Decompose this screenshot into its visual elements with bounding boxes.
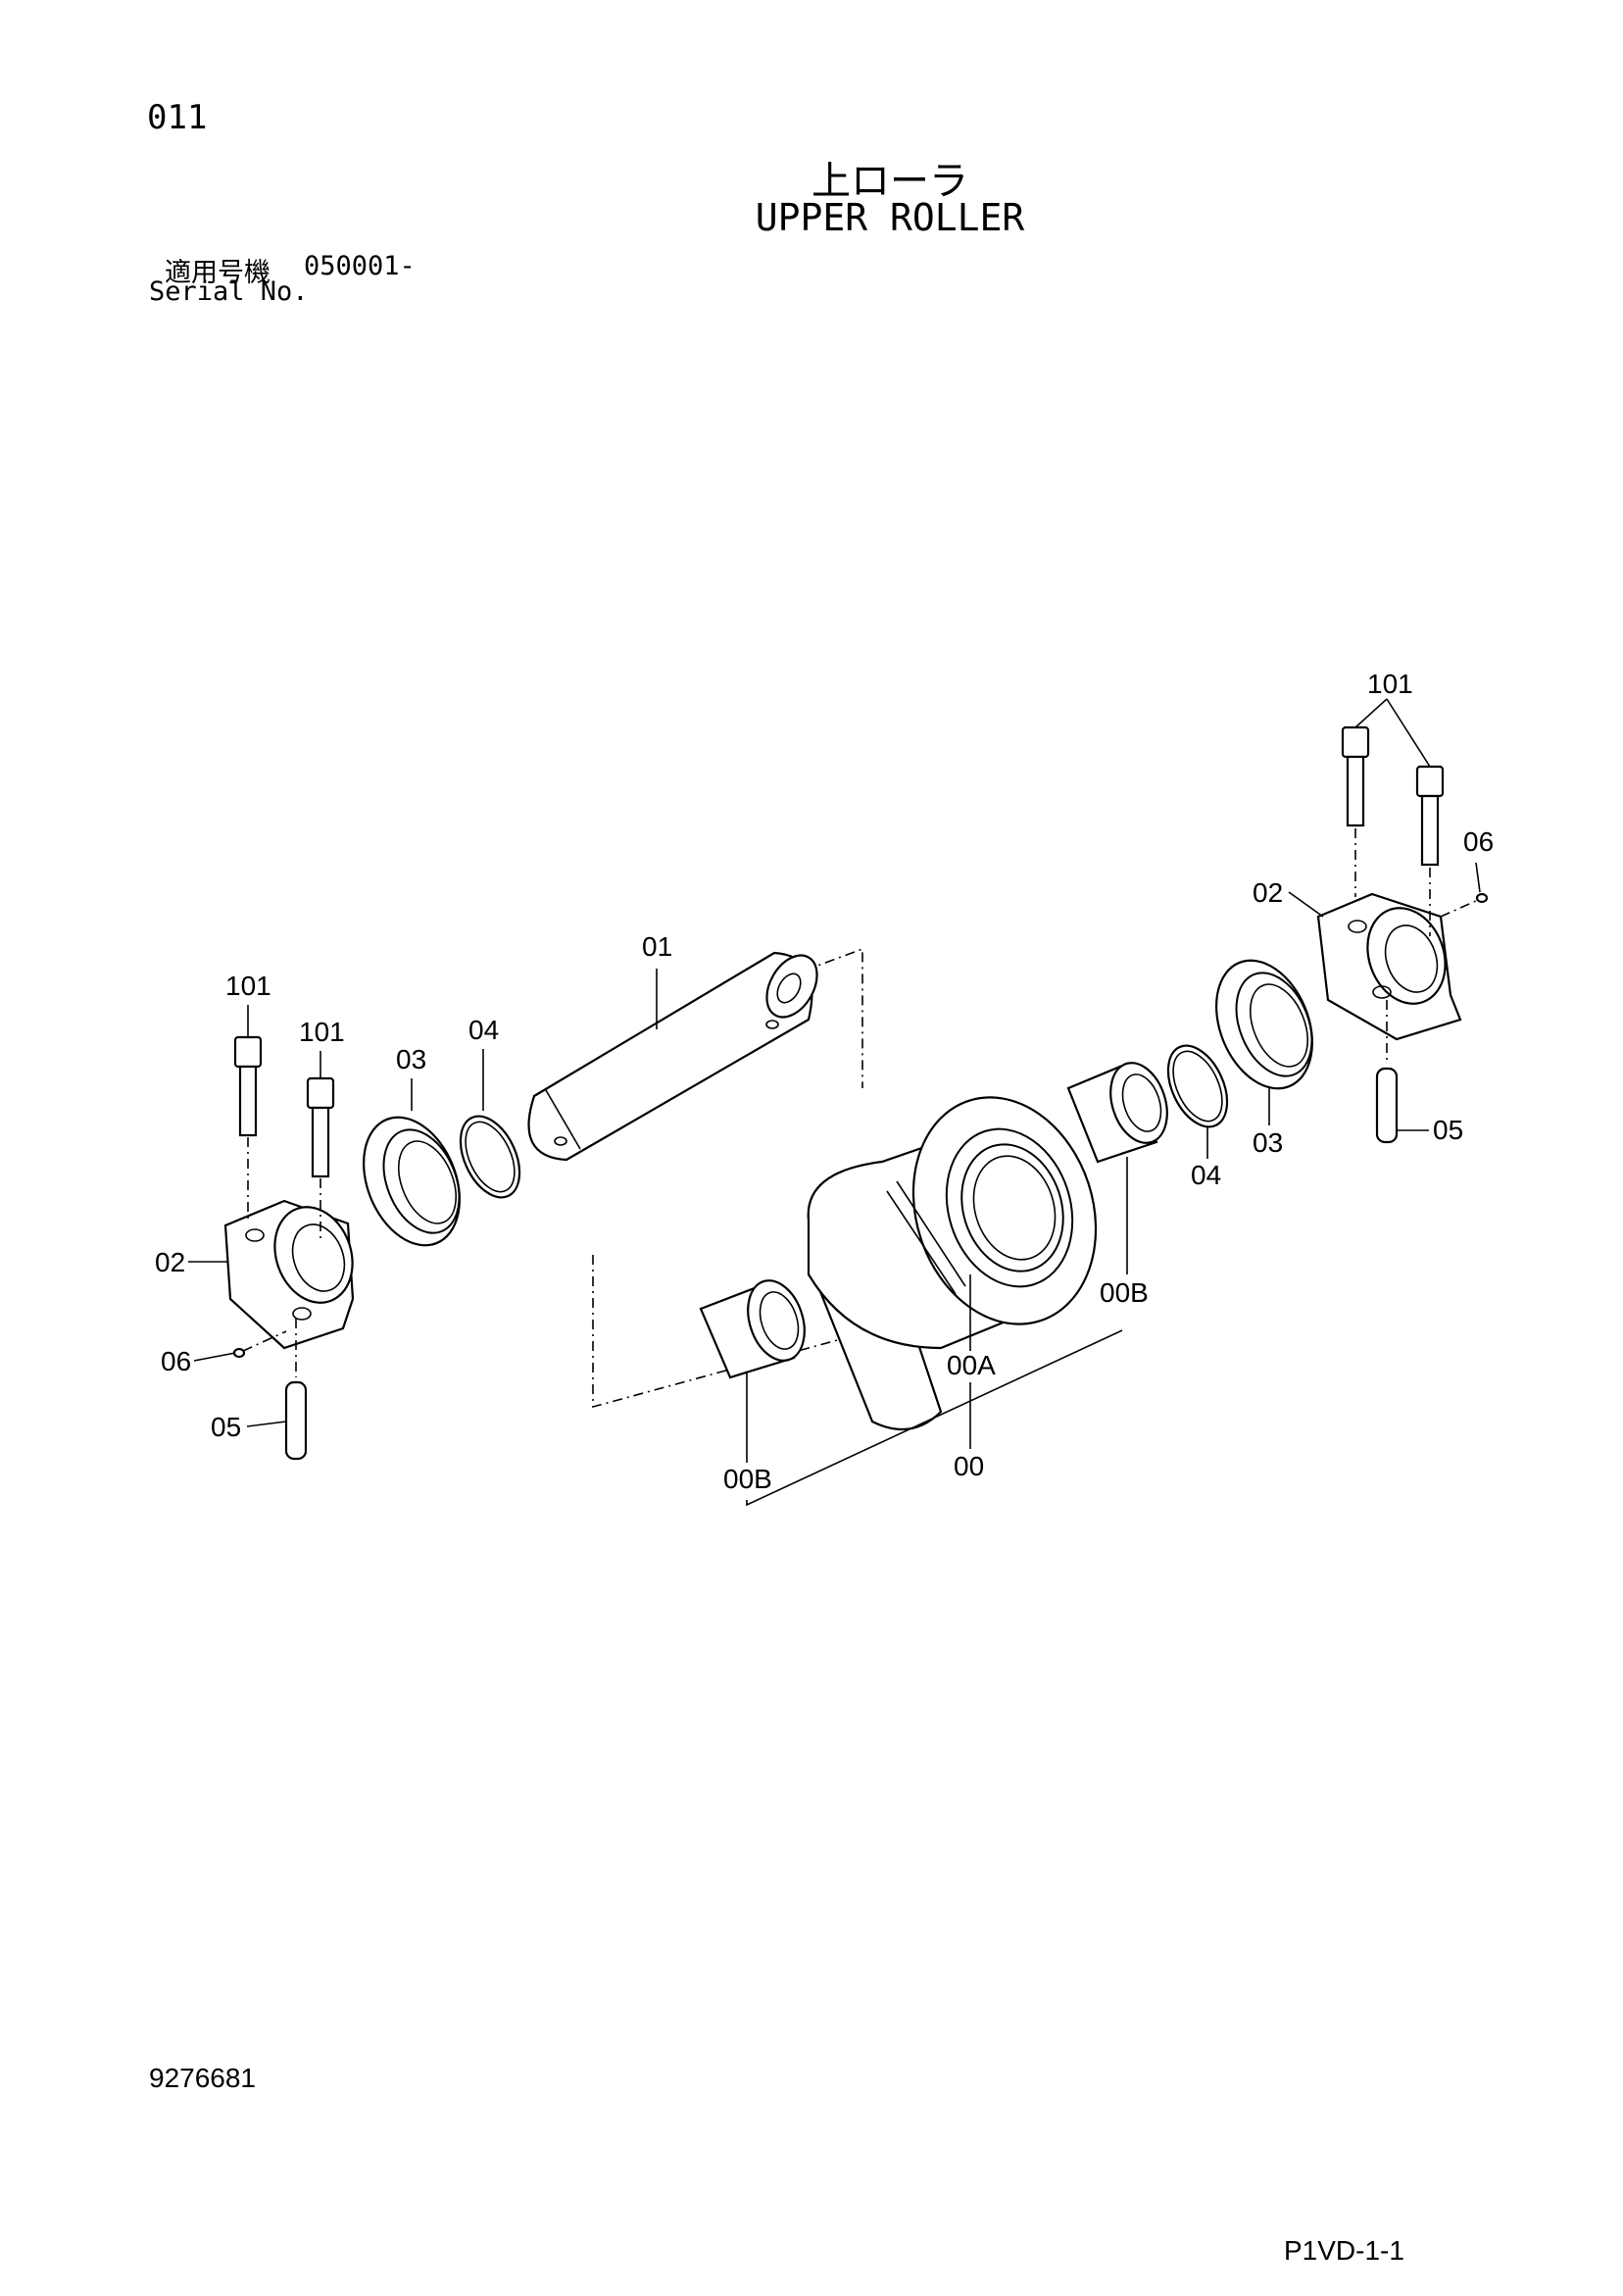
callout-04-left: 04 [468,1015,499,1045]
callout-101-top-right: 101 [1367,669,1413,699]
title-japanese: 上ローラ [812,159,968,204]
bolt-101-right-a [1341,725,1370,897]
plug-06-right [1440,892,1489,918]
callout-03-left: 03 [396,1044,426,1074]
callout-101-left-b: 101 [299,1017,345,1047]
bushing-00b-right [1066,1062,1168,1164]
bolt-101-left-a [233,1035,263,1221]
serial-range: 050001- [304,251,416,281]
bolt-101-left-b [306,1076,335,1240]
callout-01: 01 [642,931,672,962]
o-ring-04-right [1166,1044,1229,1128]
seal-03-right [1215,959,1313,1090]
callout-02-left: 02 [155,1247,185,1277]
leader-lines [188,698,1481,1507]
bracket-02-right [1316,892,1462,1041]
callout-06-left: 06 [161,1346,191,1376]
callout-05-left: 05 [211,1412,241,1442]
callout-02-right: 02 [1253,877,1283,908]
serial-label-japanese: 適用号機 [165,258,270,288]
shaft-01 [527,951,818,1162]
bolt-101-right-b [1415,765,1445,936]
title-english: UPPER ROLLER [755,196,1025,239]
page-code: P1VD-1-1 [1284,2235,1404,2266]
document-number: 9276681 [149,2063,257,2093]
callout-00b-right: 00B [1100,1277,1149,1308]
seal-03-left [363,1116,461,1247]
callout-00b-left: 00B [723,1464,772,1494]
bushing-00b-left [699,1279,806,1379]
o-ring-04-left [459,1115,521,1199]
callout-05-right: 05 [1433,1115,1463,1145]
callout-00: 00 [954,1451,984,1481]
callout-04-right: 04 [1191,1160,1221,1190]
callout-labels: 101 06 02 05 03 04 00B 00A 00 00B 01 101… [155,669,1494,1494]
callout-00a: 00A [947,1350,996,1380]
callout-06-right: 06 [1463,826,1494,857]
pin-05-left [284,1319,308,1461]
page-number: 011 [147,98,208,137]
roller-body-00a [807,1096,1098,1431]
pin-05-right [1375,1000,1399,1144]
serial-label-english: Serial No. [149,276,309,307]
callout-03-right: 03 [1253,1127,1283,1158]
callout-101-left-a: 101 [225,971,271,1001]
